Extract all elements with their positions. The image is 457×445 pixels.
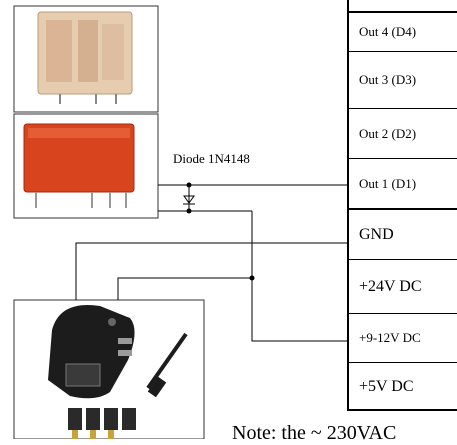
- terminal-label: Out 3 (D3): [359, 72, 417, 87]
- terminal-out-1: Out 1 (D1): [347, 158, 457, 208]
- terminal-label: +24V DC: [359, 277, 422, 295]
- terminal-label: Out 4 (D4): [359, 24, 417, 39]
- diode-label: Diode 1N4148: [173, 151, 250, 166]
- terminal-label: Out 2 (D2): [359, 125, 417, 141]
- terminal-label: GND: [359, 225, 394, 243]
- terminal-label: +9-12V DC: [359, 330, 421, 345]
- terminal-out-2: Out 2 (D2): [347, 108, 457, 158]
- diode-symbol: [183, 195, 195, 205]
- red-relay-image: [13, 113, 159, 219]
- terminal-label: +5V DC: [359, 378, 414, 395]
- terminal-out-4: Out 4 (D4): [347, 11, 457, 51]
- clear-relay-image: [13, 5, 159, 113]
- terminal-24v: +24V DC: [347, 259, 457, 313]
- terminal-9-12v: +9-12V DC: [347, 313, 457, 362]
- terminal-out-3: Out 3 (D3): [347, 51, 457, 108]
- terminal-gnd: GND: [347, 208, 457, 259]
- footer-note: Note: the ~ 230VAC: [232, 422, 397, 444]
- power-adapter-image: [13, 299, 205, 439]
- terminal-label: Out 1 (D1): [359, 175, 417, 191]
- terminal-5v: +5V DC: [347, 362, 457, 411]
- junction-dots: [186, 182, 255, 281]
